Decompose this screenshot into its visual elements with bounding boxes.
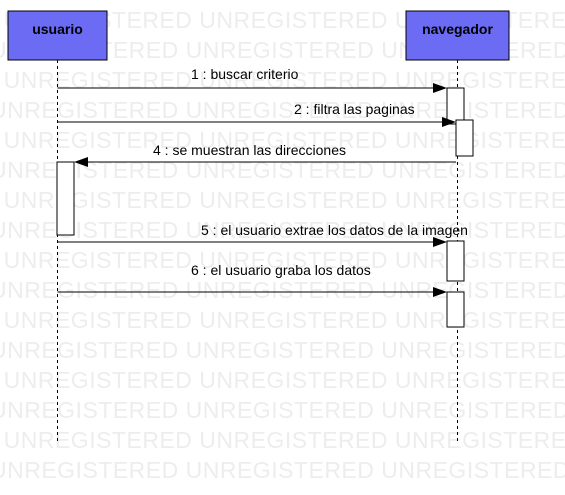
- activation-navegador-1[interactable]: [446, 87, 465, 125]
- message-2-label[interactable]: 2 : filtra las paginas: [294, 101, 415, 117]
- message-5-arrowhead: [433, 237, 447, 247]
- activation-navegador-2[interactable]: [455, 119, 474, 157]
- actor-usuario-box[interactable]: [7, 10, 108, 61]
- message-1-arrowhead: [433, 83, 447, 93]
- message-4-arrowhead: [74, 157, 88, 167]
- message-6-label[interactable]: 6 : el usuario graba los datos: [191, 262, 371, 278]
- activation-navegador-3[interactable]: [446, 240, 465, 282]
- message-4-label[interactable]: 4 : se muestran las direcciones: [153, 142, 346, 158]
- activation-usuario-1[interactable]: [56, 161, 75, 236]
- message-2-arrowhead: [442, 117, 456, 127]
- activation-navegador-4[interactable]: [446, 291, 465, 328]
- actor-navegador-label: navegador: [422, 21, 493, 37]
- actor-navegador-box[interactable]: [405, 10, 510, 61]
- message-1-label[interactable]: 1 : buscar criterio: [191, 66, 299, 82]
- message-6-arrowhead: [433, 287, 447, 297]
- message-5-label[interactable]: 5 : el usuario extrae los datos de la im…: [201, 222, 468, 238]
- actor-usuario-label: usuario: [32, 21, 83, 37]
